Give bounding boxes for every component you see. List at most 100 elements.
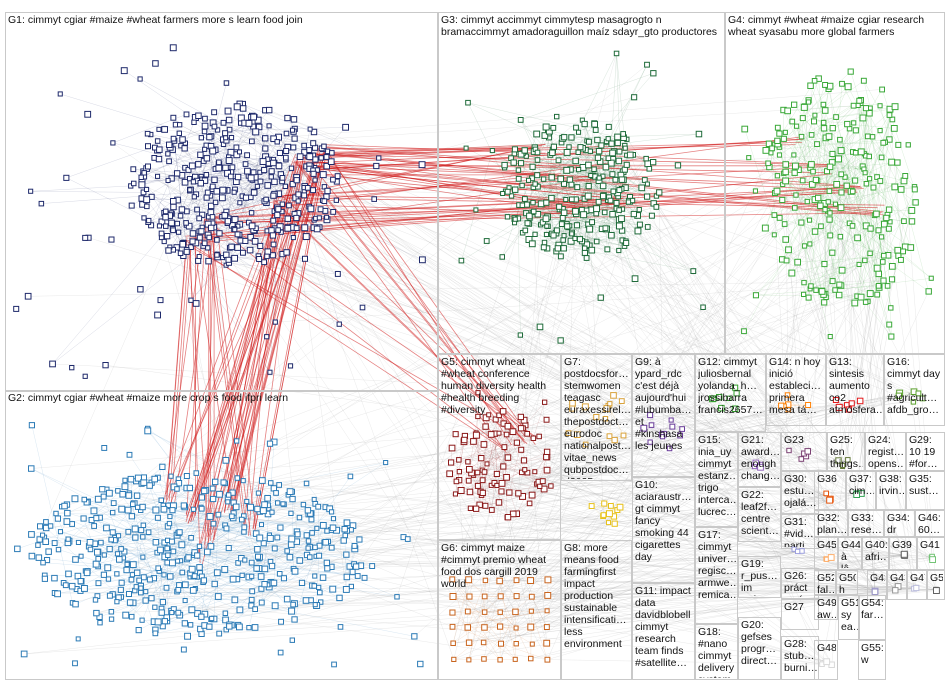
node-g1	[311, 188, 316, 193]
node-g2	[115, 552, 119, 556]
node-g2	[129, 514, 134, 519]
node-g4	[870, 135, 874, 139]
node-g2	[212, 581, 217, 586]
node-g1	[212, 177, 217, 182]
node-g2	[210, 486, 215, 491]
node-g1	[178, 214, 183, 219]
node-g4	[783, 169, 789, 175]
node-g3	[557, 204, 562, 209]
node-g31	[796, 549, 800, 553]
node-g2	[79, 554, 83, 558]
node-g2	[299, 580, 304, 585]
node-g4	[792, 153, 796, 157]
node-g4	[867, 154, 872, 159]
node-g1	[171, 136, 176, 141]
node-g2	[155, 515, 160, 520]
node-g2	[250, 589, 255, 594]
node-g3	[582, 250, 587, 255]
node-g4	[821, 120, 826, 125]
node-g4	[833, 288, 838, 293]
node-g1	[334, 198, 338, 202]
node-g3	[535, 158, 540, 163]
node-g4	[793, 206, 798, 211]
node-g6	[467, 658, 471, 662]
node-g5	[514, 440, 519, 445]
node-g2	[284, 596, 290, 602]
node-g3	[599, 143, 604, 148]
node-g1	[324, 155, 329, 160]
node-g2	[139, 528, 144, 533]
node-g2	[352, 544, 357, 549]
node-g2	[199, 495, 204, 500]
node-g2	[289, 511, 293, 515]
group-label-g33: G33: rese…	[851, 512, 882, 535]
node-g2	[217, 631, 222, 636]
group-label-g42: G42	[870, 572, 885, 584]
node-g2	[241, 479, 245, 483]
node-g1	[302, 193, 307, 198]
node-g4	[878, 104, 882, 108]
node-g2	[185, 633, 191, 639]
node-g1	[199, 136, 203, 140]
node-g3	[555, 246, 560, 251]
node-g1	[230, 165, 235, 170]
node-g4	[880, 87, 885, 92]
node-g2	[267, 535, 273, 541]
node-g2	[159, 498, 164, 503]
node-g4	[845, 84, 851, 90]
node-g2	[156, 566, 161, 571]
node-g4	[753, 189, 757, 193]
node-g10	[607, 511, 613, 517]
node-g2	[137, 578, 142, 583]
node-g2	[306, 539, 310, 543]
node-g2	[84, 570, 90, 576]
node-g1	[214, 189, 220, 195]
node-g2	[176, 610, 181, 615]
node-g1	[311, 171, 316, 176]
node-g6	[481, 640, 486, 645]
node-g2	[260, 523, 264, 527]
node-g2	[115, 600, 119, 604]
node-g4	[774, 188, 780, 194]
group-label-g47: G47	[910, 572, 925, 584]
node-g10	[589, 504, 594, 509]
node-g4	[838, 148, 844, 154]
node-g3	[554, 228, 559, 233]
node-g2	[295, 532, 300, 537]
node-g23	[787, 448, 791, 452]
node-g3	[645, 182, 649, 186]
node-g1	[335, 174, 340, 179]
node-g2	[170, 508, 175, 513]
node-g2	[134, 493, 139, 498]
node-g5	[466, 460, 470, 464]
node-g3	[505, 215, 509, 219]
node-g2	[237, 607, 243, 613]
node-g2	[73, 601, 79, 607]
node-g2	[256, 491, 260, 495]
node-g2	[127, 452, 132, 457]
node-g2	[46, 549, 52, 555]
node-g3	[564, 150, 570, 156]
node-g1	[229, 174, 234, 179]
node-g4	[782, 222, 787, 227]
node-g5	[544, 417, 549, 422]
node-g1	[245, 153, 250, 158]
node-g5	[510, 511, 516, 517]
node-g2	[202, 488, 207, 493]
node-g2	[253, 607, 258, 612]
node-g2	[168, 514, 172, 518]
node-g1	[251, 170, 256, 175]
node-g3	[619, 216, 625, 222]
node-g4	[855, 235, 861, 241]
node-g2	[102, 553, 106, 557]
node-g2	[98, 621, 102, 625]
node-g2	[214, 570, 220, 576]
node-g1	[196, 162, 201, 167]
group-label-g46: G46: 60…	[918, 512, 943, 535]
node-g2	[125, 562, 129, 566]
group-label-g49: G49: aw…	[817, 597, 836, 618]
node-g4	[813, 177, 818, 182]
node-g1	[307, 148, 312, 153]
node-g1	[246, 120, 252, 126]
node-g2	[255, 506, 260, 511]
